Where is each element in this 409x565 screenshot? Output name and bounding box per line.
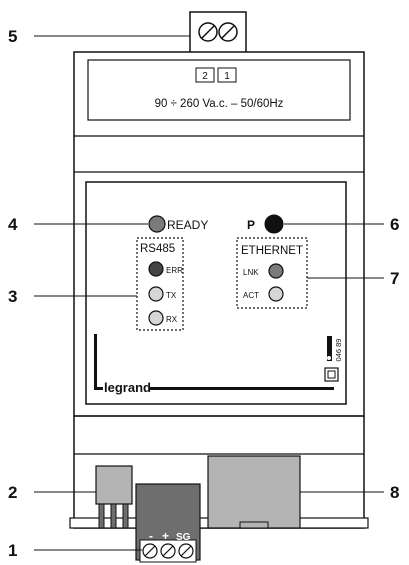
err-led — [148, 261, 164, 277]
side-connector — [95, 465, 133, 529]
screw-icon — [198, 22, 218, 42]
device-housing — [73, 51, 365, 417]
terminal-sg-label: SG — [176, 532, 191, 543]
lnk-label: LNK — [243, 268, 259, 277]
callout-5: 5 — [8, 27, 17, 46]
ready-label: READY — [167, 218, 208, 232]
ethernet-port — [207, 455, 301, 529]
screw-icon — [218, 22, 238, 42]
top-terminal-block — [189, 11, 247, 55]
part-number: 046 89 — [334, 339, 343, 362]
callout-7: 7 — [390, 269, 399, 288]
callouts: 5 4 3 6 7 2 8 1 — [8, 27, 399, 560]
screw-icon — [178, 543, 194, 559]
terminal-label-1: 1 — [224, 71, 230, 82]
terminal-plus-label: + — [162, 529, 169, 543]
callout-1: 1 — [8, 541, 17, 560]
rs485-title: RS485 — [140, 243, 175, 255]
terminal-minus-label: - — [149, 529, 153, 543]
callout-6: 6 — [390, 215, 399, 234]
brand-area: legrand 046 89 — [94, 334, 343, 395]
act-led — [268, 286, 284, 302]
rs485-group: RS485 ERR TX RX — [136, 237, 184, 331]
act-label: ACT — [243, 291, 259, 300]
callout-2: 2 — [8, 483, 17, 502]
rx-led — [148, 310, 164, 326]
terminal-label-2: 2 — [202, 71, 208, 82]
lnk-led — [268, 263, 284, 279]
callout-3: 3 — [8, 287, 17, 306]
callout-4: 4 — [8, 215, 18, 234]
ethernet-group: ETHERNET LNK ACT — [236, 237, 308, 309]
square-mark-icon — [324, 367, 339, 382]
bottom-terminal-block: - + SG — [135, 483, 201, 563]
terminal-number-labels: 2 1 — [195, 67, 237, 83]
tx-led — [148, 286, 164, 302]
screw-icon — [160, 543, 176, 559]
screw-icon — [142, 543, 158, 559]
ethernet-title: ETHERNET — [241, 245, 303, 257]
rx-label: RX — [166, 315, 178, 324]
power-rating-text: 90 ÷ 260 Va.c. – 50/60Hz — [155, 98, 284, 110]
tx-label: TX — [166, 291, 177, 300]
callout-8: 8 — [390, 483, 399, 502]
ready-led — [148, 215, 166, 233]
p-button[interactable] — [264, 214, 284, 234]
p-button-label: P — [247, 218, 255, 232]
brand-logo: legrand — [104, 380, 151, 395]
err-label: ERR — [166, 266, 183, 275]
